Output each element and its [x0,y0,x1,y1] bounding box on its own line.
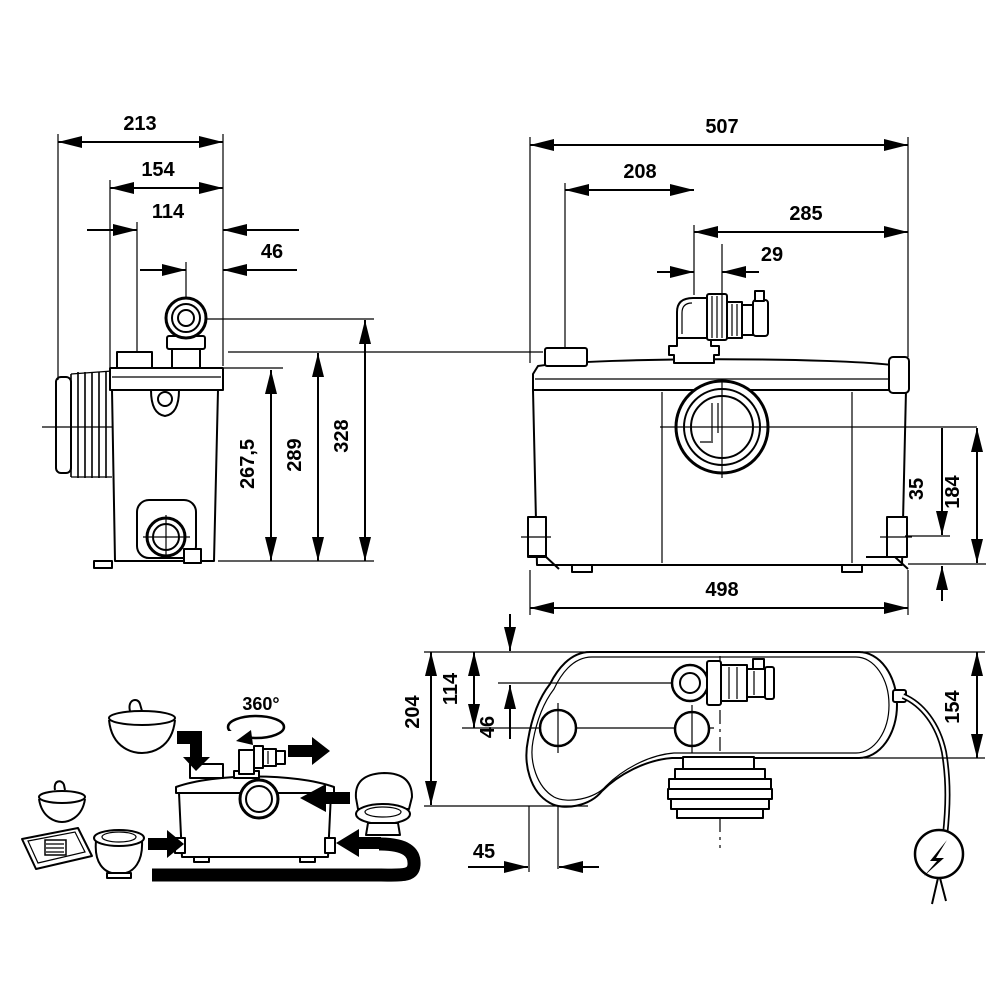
lightning-icon [924,840,947,876]
dim-front-overall-width: 507 [529,116,909,363]
top-outline-inner [531,656,890,801]
side-view [42,296,224,569]
dim-top-edge-to-discharge-axis: 46 [477,614,516,739]
dim-top-cable-side-depth: 154 [862,651,985,759]
dim-side-inner-width: 114 [87,201,299,352]
arrow-pipe-to-unit [336,829,381,857]
dim-side-body-width: 154 [109,159,223,367]
front-discharge-elbow [668,290,769,364]
dim-front-base-width: 498 [529,570,909,615]
arrow-shower-to-unit [148,830,184,858]
dim-front-discharge-offset: 29 [657,244,783,296]
top-discharge-connector [670,658,775,706]
rotation-arrowhead [236,730,253,745]
dim-front-discharge-to-right: 285 [694,203,908,238]
front-side-inlets [521,516,912,573]
dim-label-184: 184 [942,474,964,508]
side-lid [109,351,224,391]
small-basin-icon [38,780,86,823]
dim-label-328: 328 [331,419,353,452]
dim-label-208: 208 [623,161,656,183]
top-inlet-circles [538,703,711,753]
side-vent-connector [164,296,208,369]
dim-label-498: 498 [705,579,738,601]
top-view-dimensions: 204 114 46 45 154 [402,614,985,873]
dim-label-29: 29 [761,244,783,266]
dim-label-213: 213 [123,113,156,135]
dim-side-vent-offset: 46 [140,241,297,299]
dim-front-inlet-axis-height: 184 [942,428,983,563]
dim-label-507: 507 [705,116,738,138]
dim-label-46: 46 [261,241,283,263]
dim-top-edge-to-inlet-axis: 114 [440,652,480,728]
installation-diagram: 360° [21,694,421,882]
dim-label-35: 35 [906,478,928,500]
arrow-discharge-out [288,737,330,765]
side-bellows-inlet [42,370,152,478]
dim-top-overall-depth: 204 [402,651,588,807]
dim-label-204: 204 [402,694,424,728]
toilet-icon [354,772,413,836]
front-view-dimensions: 507 208 285 29 184 35 [529,116,986,615]
cable-wire-ends [931,877,947,905]
dim-front-left-to-discharge: 208 [564,161,695,349]
dim-side-overall-width: 213 [57,113,224,380]
side-view-dimensions: 213 154 114 46 267,5 289 [57,113,543,562]
shower-tray-icon [21,827,93,870]
dim-label-top-46: 46 [477,716,499,738]
dim-label-top-114: 114 [440,672,462,705]
dim-label-45: 45 [473,841,495,863]
dim-label-285: 285 [789,203,822,225]
power-cable [892,689,965,905]
dim-label-114: 114 [152,201,185,223]
dim-label-top-154: 154 [942,689,964,723]
front-view [521,290,912,573]
side-body-detail [150,389,180,418]
dim-label-154: 154 [141,159,175,181]
dim-side-height-lid: 267,5 [224,367,283,561]
top-threaded-outlet [667,756,773,819]
macerator-unit-icon [174,745,336,863]
rotation-annotation: 360° [226,694,286,745]
dim-label-267-5: 267,5 [237,439,259,489]
floor-pipe [152,837,421,882]
front-lid [532,347,910,394]
bidet-icon [93,829,145,879]
top-view [462,651,965,905]
dim-side-height-vent: 328 [206,318,374,561]
washbasin-icon [108,698,176,754]
dim-label-289: 289 [284,438,306,471]
arrow-toilet-to-unit [300,784,350,812]
arrow-basin-to-unit [177,731,210,771]
dim-front-inlet-height: 35 [905,428,950,601]
dim-side-height-cover: 289 [228,351,543,561]
side-bottom-inlet [93,499,202,569]
rotation-label: 360° [242,694,279,714]
flow-arrows [148,731,381,858]
dim-top-drain-offset: 45 [468,806,599,873]
power-badge-circle [913,828,965,880]
